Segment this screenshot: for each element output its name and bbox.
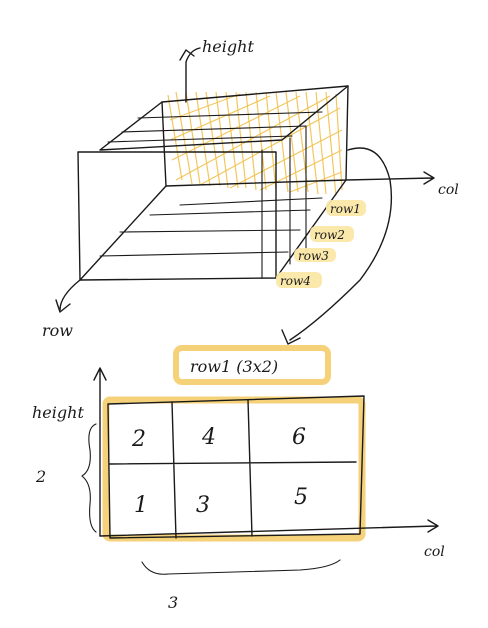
grid-col-axis [99,519,439,537]
grid-rows-count: 2 [35,467,46,486]
cube-height-label: height [202,37,254,56]
grid-dividers [109,399,357,539]
cube-top-edges [99,85,349,151]
grid-height-brace [81,423,97,533]
row4-label-highlight [276,272,322,288]
slice-connector-arrow [281,147,393,345]
grid-cell: 5 [294,485,308,510]
row1-label: row1 [330,202,361,216]
slice-caption-text: row1 (3x2) [190,357,278,376]
grid-height-axis [93,367,107,537]
grid-cell: 6 [292,425,306,450]
cube-row-label: row [42,321,73,340]
row1-label-highlight [326,200,366,216]
grid-width-brace [141,559,341,575]
grid-cell: 4 [201,425,216,450]
slice-caption-box [173,345,331,385]
cube-diagram: height col row row1 row2 row3 row4 [42,37,459,340]
cube-row-labels: row1 row2 row3 row4 [276,200,366,288]
grid-cell: 2 [131,427,146,452]
cube-col-label: col [438,182,459,198]
row2-label: row2 [314,228,345,242]
cube-row-axis [55,279,81,313]
grid-col-label: col [424,544,445,560]
cube-front-face [77,151,277,281]
grid-height-label: height [32,403,84,422]
cube-col-axis [345,171,435,185]
cube-row-slices [99,111,323,279]
row3-label: row3 [298,249,329,263]
row2-label-highlight [310,226,354,242]
row4-label: row4 [280,274,311,288]
grid-cols-count: 3 [168,593,178,612]
slice-grid-diagram: 2 4 6 1 3 5 height col 2 3 [32,367,445,612]
cube-height-axis [179,47,201,103]
grid-cell: 3 [196,493,210,518]
slice-caption: row1 (3x2) [173,345,331,385]
row3-label-highlight [294,248,336,262]
grid-cell: 1 [134,493,148,518]
grid-outline [107,395,365,539]
